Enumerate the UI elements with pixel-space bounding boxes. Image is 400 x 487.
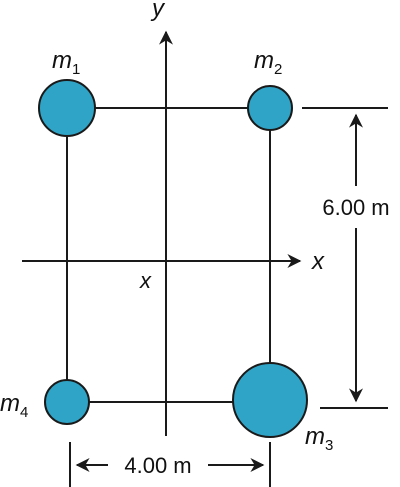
y-axis-label: y (150, 0, 166, 22)
height-dimension: 6.00 m (302, 107, 390, 409)
mass-m1-label: m1 (52, 47, 80, 78)
mass-m4 (44, 379, 90, 425)
coordinate-axes: y x x (22, 0, 325, 436)
x-axis-label: x (311, 248, 325, 275)
mass-m3-label: m3 (305, 423, 333, 454)
mass-m2-label: m2 (254, 47, 282, 78)
width-dimension-label: 4.00 m (124, 453, 191, 478)
width-dimension: 4.00 m (69, 442, 271, 487)
mass-m2 (247, 85, 293, 131)
height-dimension-label: 6.00 m (322, 195, 389, 220)
mass-frame (66, 107, 271, 403)
mass-m1 (38, 79, 96, 137)
masses (38, 79, 308, 438)
center-label: x (139, 268, 152, 293)
mass-m4-label: m4 (0, 390, 28, 421)
mass-m3 (232, 362, 308, 438)
